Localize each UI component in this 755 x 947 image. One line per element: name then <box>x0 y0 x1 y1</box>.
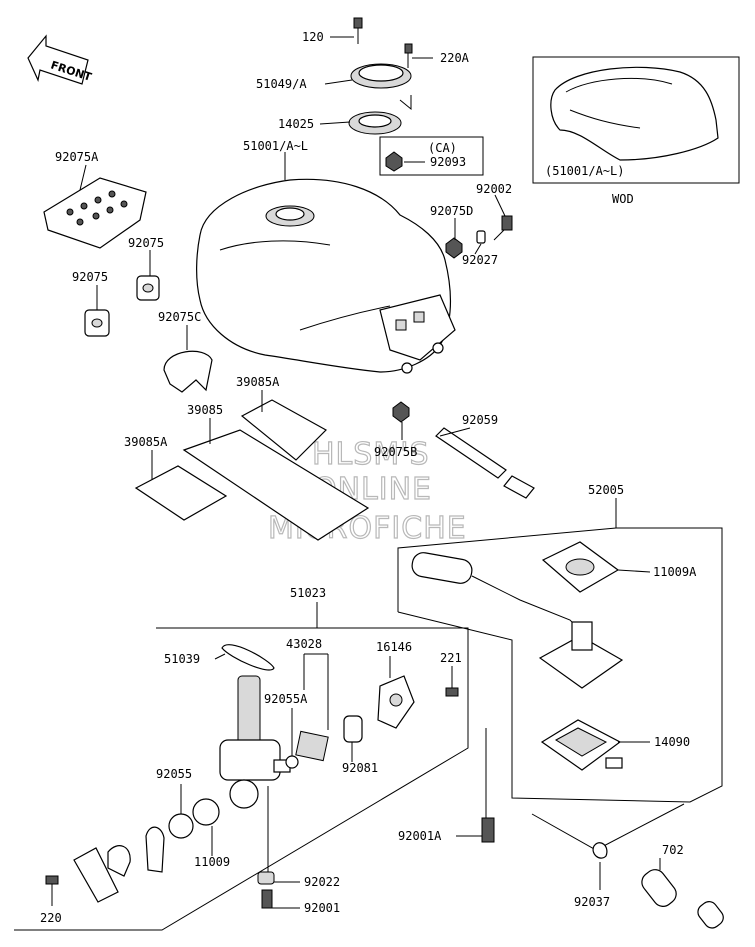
part-label-51001: 51001/A~L <box>243 139 308 153</box>
part-label-51023: 51023 <box>290 586 326 600</box>
fuel-tank <box>196 178 456 374</box>
part-label-92001: 92001 <box>304 901 340 915</box>
part-label-11009: 11009 <box>194 855 230 869</box>
part-label-14090: 14090 <box>654 735 690 749</box>
part-label-14025: 14025 <box>278 117 314 131</box>
bottom-parts <box>481 803 724 929</box>
part-label-92027: 92027 <box>462 253 498 267</box>
part-label-92002: 92002 <box>476 182 512 196</box>
inset-caption: WOD <box>612 192 634 206</box>
part-label-220: 220 <box>40 911 62 925</box>
leader-lines <box>51 36 661 909</box>
fuel-cap-parts <box>348 17 413 135</box>
part-label-39085a-2: 39085A <box>124 435 168 449</box>
part-labels: 120 220A 51049/A 14025 51001/A~L 92093 9… <box>40 30 697 925</box>
part-label-43028: 43028 <box>286 637 322 651</box>
part-label-92037: 92037 <box>574 895 610 909</box>
part-label-51049a: 51049/A <box>256 77 307 91</box>
part-label-221: 221 <box>440 651 462 665</box>
part-label-220a: 220A <box>440 51 470 65</box>
inset-ref: (51001/A~L) <box>545 164 624 178</box>
bracket-92075a <box>43 177 147 249</box>
watermark-line-1: HLSM'S <box>312 437 430 472</box>
part-label-92075-1: 92075 <box>128 236 164 250</box>
part-label-92001a: 92001A <box>398 829 442 843</box>
ca-label: (CA) <box>428 141 457 155</box>
part-label-51039: 51039 <box>164 652 200 666</box>
part-label-92075b: 92075B <box>374 445 417 459</box>
ca-box: (CA) <box>379 136 484 176</box>
part-label-16146: 16146 <box>376 640 412 654</box>
fuel-cock-51023 <box>14 627 469 931</box>
part-label-52005: 52005 <box>588 483 624 497</box>
part-label-11009a: 11009A <box>653 565 697 579</box>
part-label-92059: 92059 <box>462 413 498 427</box>
hose-92059 <box>435 427 535 499</box>
part-label-92022: 92022 <box>304 875 340 889</box>
pads-39085 <box>134 399 370 541</box>
part-label-39085: 39085 <box>187 403 223 417</box>
part-label-92075a: 92075A <box>55 150 99 164</box>
front-arrow-icon: FRONT <box>27 34 94 85</box>
part-label-92055: 92055 <box>156 767 192 781</box>
rubber-pieces <box>84 215 513 423</box>
part-label-120: 120 <box>302 30 324 44</box>
part-label-92093: 92093 <box>430 155 466 169</box>
part-label-702: 702 <box>662 843 684 857</box>
sender-unit-52005 <box>397 527 723 803</box>
part-label-92075-2: 92075 <box>72 270 108 284</box>
part-label-92075d: 92075D <box>430 204 473 218</box>
part-label-39085a-1: 39085A <box>236 375 280 389</box>
part-label-92055a: 92055A <box>264 692 308 706</box>
wod-inset: (51001/A~L) WOD <box>532 56 740 206</box>
part-label-92081: 92081 <box>342 761 378 775</box>
part-label-92075c: 92075C <box>158 310 201 324</box>
